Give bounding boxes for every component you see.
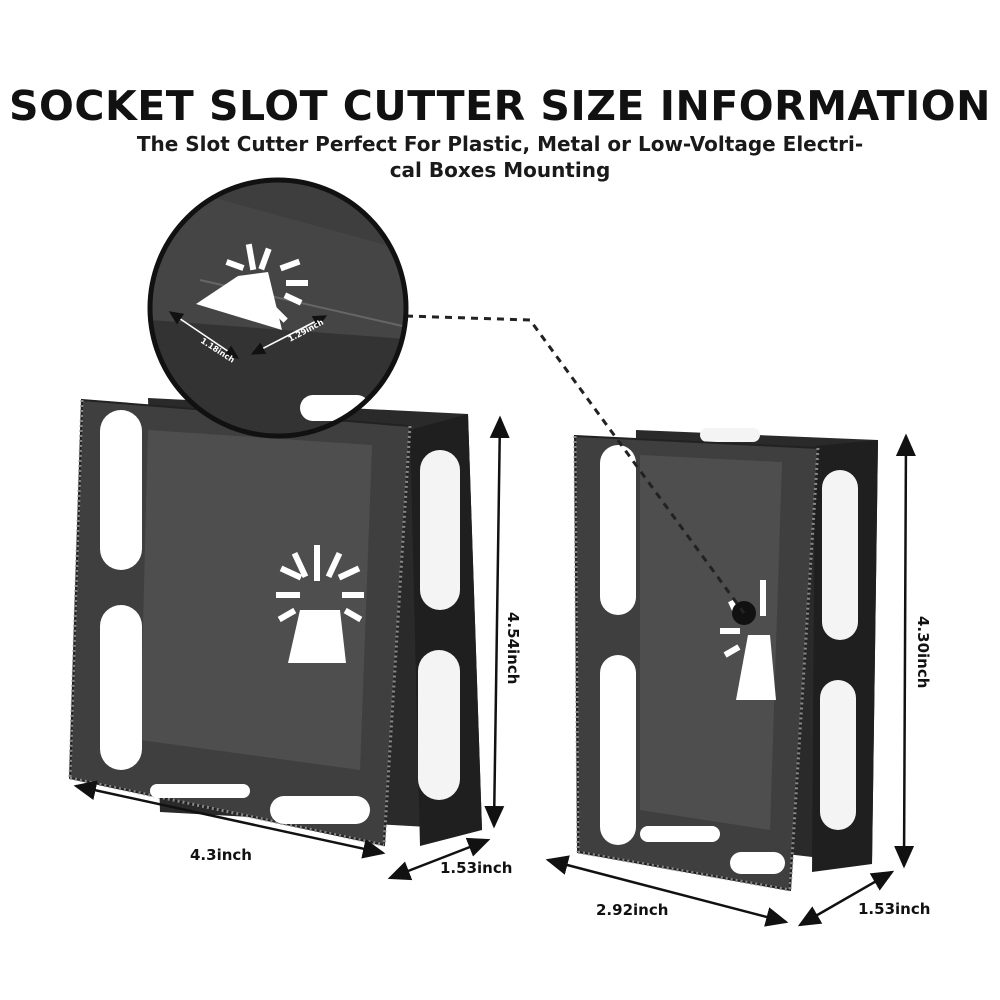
large-height-arrow xyxy=(484,415,510,829)
zoom-callout-ring xyxy=(147,177,409,439)
large-cutter-slot-left-top xyxy=(100,410,142,570)
small-cutter-slot-bottom xyxy=(730,852,785,874)
small-width-label: 2.92inch xyxy=(596,901,668,919)
large-cutter-slot-left-bottom xyxy=(100,605,142,770)
dimension-lines xyxy=(73,415,916,927)
large-depth-arrow xyxy=(387,837,491,881)
large-height-label: 4.54inch xyxy=(504,612,522,684)
large-cutter-slot-bottom xyxy=(270,796,370,824)
page-title: SOCKET SLOT CUTTER SIZE INFORMATION xyxy=(9,82,991,130)
small-cutter-slot-left-bottom xyxy=(600,655,636,845)
large-cutter xyxy=(68,398,482,847)
large-depth-label: 1.53inch xyxy=(440,859,512,877)
small-width-arrow xyxy=(545,855,789,927)
large-cutter-starburst-cutout xyxy=(276,545,364,663)
small-height-label: 4.30inch xyxy=(914,616,932,688)
small-depth-arrow xyxy=(797,870,895,927)
small-cutter-slot-left-top xyxy=(600,445,636,615)
callout-leader-line xyxy=(405,314,746,614)
subtitle-line-2: cal Boxes Mounting xyxy=(389,158,611,182)
small-cutter xyxy=(573,428,878,892)
page-subtitle: The Slot Cutter Perfect For Plastic, Met… xyxy=(130,131,870,183)
subtitle-line-1: The Slot Cutter Perfect For Plastic, Met… xyxy=(136,132,864,156)
zoom-callout: 1.18inch 1.29inch xyxy=(147,177,409,439)
small-depth-label: 1.53inch xyxy=(858,900,930,918)
small-height-arrow xyxy=(894,433,916,869)
large-width-arrow xyxy=(73,780,386,859)
large-width-label: 4.3inch xyxy=(190,846,252,864)
